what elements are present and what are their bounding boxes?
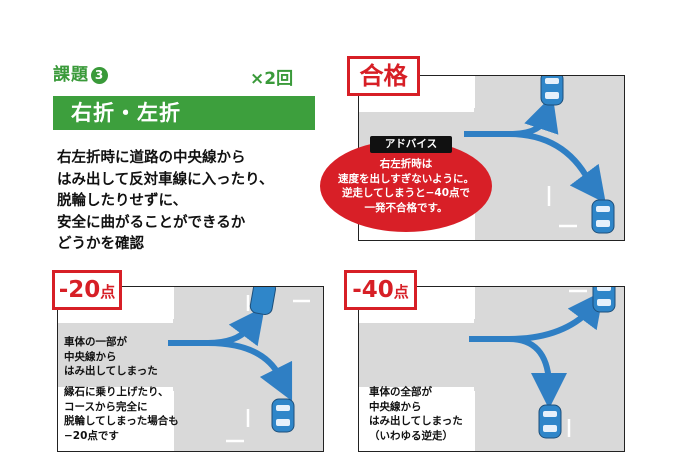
minus20-note-1: 車体の一部が 中央線から はみ出してしまった bbox=[64, 335, 158, 379]
badge-number: -40 bbox=[352, 277, 394, 303]
minus20-note-2: 縁石に乗り上げたり、 コースから完全に 脱輪してしまった場合も −20点です bbox=[64, 385, 179, 443]
car-icon bbox=[249, 287, 277, 316]
advice-line: 右左折時は bbox=[379, 158, 433, 170]
advice-text: 右左折時は 速度を出しすぎないように。 逆走してしまうと−40点で 一発不合格で… bbox=[320, 157, 492, 215]
minus40-intersection-diagram bbox=[359, 287, 624, 451]
note-line: （いわゆる逆走） bbox=[369, 429, 453, 442]
minus20-panel: 車体の一部が 中央線から はみ出してしまった 縁石に乗り上げたり、 コースから完… bbox=[57, 286, 324, 452]
note-line: はみ出してしまった bbox=[64, 365, 158, 377]
repeat-count: ×2回 bbox=[250, 69, 294, 89]
badge-number: -20 bbox=[58, 277, 101, 303]
note-line: 中央線から bbox=[64, 350, 117, 363]
task-number-badge: 3 bbox=[91, 67, 108, 84]
note-line: はみ出してしまった bbox=[369, 415, 463, 427]
note-line: 車体の全部が bbox=[369, 386, 432, 398]
pass-intersection-diagram bbox=[359, 76, 624, 240]
note-line: コースから完全に bbox=[64, 400, 148, 413]
minus20-badge: -20点 bbox=[52, 270, 122, 310]
advice-label: アドバイス bbox=[370, 136, 452, 153]
description-line: どうかを確認 bbox=[57, 236, 144, 252]
right-turn-arrow bbox=[207, 340, 293, 402]
car-icon bbox=[591, 199, 615, 234]
note-line: −20点です bbox=[64, 429, 119, 442]
minus40-badge: -40点 bbox=[344, 270, 417, 310]
note-line: 中央線から bbox=[369, 400, 422, 413]
car-icon bbox=[540, 76, 564, 106]
task-title-label: 課題 bbox=[53, 65, 89, 85]
description-line: はみ出して反対車線に入ったり、 bbox=[57, 171, 274, 188]
note-line: 脱輪してしまった場合も bbox=[64, 415, 179, 427]
advice-line: 一発不合格です。 bbox=[364, 201, 448, 214]
car-icon bbox=[592, 287, 616, 313]
task-description: 右左折時に道路の中央線から はみ出して反対車線に入ったり、 脱輪したりせずに、 … bbox=[57, 148, 327, 256]
advice-bubble bbox=[320, 140, 492, 232]
minus40-panel: 車体の全部が 中央線から はみ出してしまった （いわゆる逆走） bbox=[358, 286, 625, 452]
minus20-intersection-diagram bbox=[58, 287, 323, 451]
description-line: 安全に曲がることができるか bbox=[57, 214, 246, 231]
right-turn-arrow bbox=[508, 336, 567, 409]
car-icon bbox=[538, 404, 562, 439]
advice-line: 逆走してしまうと−40点で bbox=[341, 187, 471, 199]
car-icon bbox=[271, 398, 295, 433]
pass-badge: 合格 bbox=[347, 56, 420, 96]
advice-line: 速度を出しすぎないように。 bbox=[337, 172, 475, 185]
minus40-note: 車体の全部が 中央線から はみ出してしまった （いわゆる逆走） bbox=[369, 385, 463, 443]
task-subtitle-bar: 右折・左折 bbox=[53, 96, 315, 130]
right-turn-arrow bbox=[508, 131, 606, 204]
description-line: 脱輪したりせずに、 bbox=[57, 193, 188, 209]
badge-unit: 点 bbox=[393, 283, 409, 301]
note-line: 縁石に乗り上げたり、 bbox=[64, 386, 169, 398]
badge-unit: 点 bbox=[100, 283, 116, 301]
description-line: 右左折時に道路の中央線から bbox=[57, 150, 246, 166]
note-line: 車体の一部が bbox=[64, 336, 127, 348]
